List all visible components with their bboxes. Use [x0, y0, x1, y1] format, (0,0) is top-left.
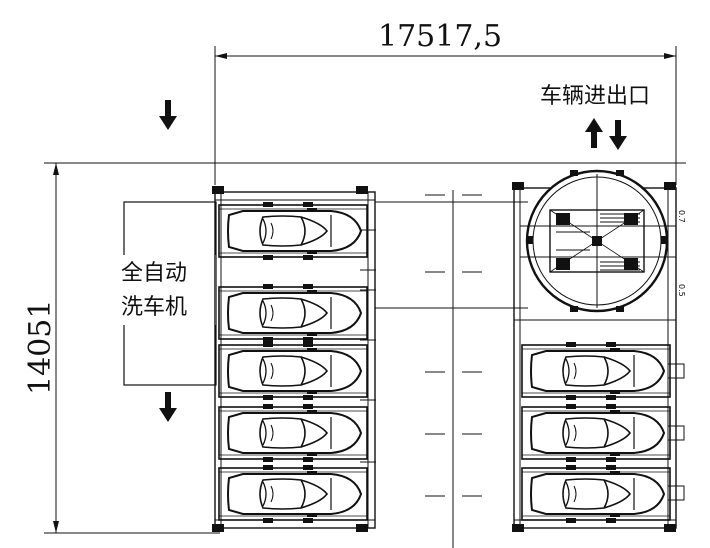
- down-arrow-icon: [159, 100, 177, 130]
- car-wash-label-line2: 洗车机: [121, 295, 187, 320]
- parking-slot: [522, 465, 670, 523]
- turntable-icon: [520, 169, 676, 313]
- parking-slot: [219, 342, 367, 400]
- parking-slot: [219, 284, 367, 342]
- up-down-arrows-icon: [585, 118, 627, 150]
- small-mark-2: 0.5: [677, 284, 686, 297]
- car-wash-machine: 全自动 洗车机: [118, 201, 217, 386]
- parking-slot: [219, 202, 367, 260]
- parking-slot: [219, 465, 367, 523]
- left-parking-rack: [212, 186, 376, 532]
- entrance-label: 车辆进出口: [540, 84, 650, 109]
- left-dimension: 14051: [23, 162, 686, 534]
- car-wash-label-line1: 全自动: [121, 261, 187, 286]
- width-dimension-label: 17517,5: [378, 19, 502, 54]
- parking-slot: [219, 404, 367, 462]
- aisle: [375, 190, 528, 548]
- parking-slot: [522, 404, 670, 462]
- parking-slot: [522, 342, 670, 400]
- top-dimension: 17517,5: [214, 19, 677, 185]
- down-arrow-icon: [159, 392, 177, 422]
- height-dimension-label: 14051: [23, 300, 58, 395]
- small-mark-1: 0.7: [677, 210, 686, 223]
